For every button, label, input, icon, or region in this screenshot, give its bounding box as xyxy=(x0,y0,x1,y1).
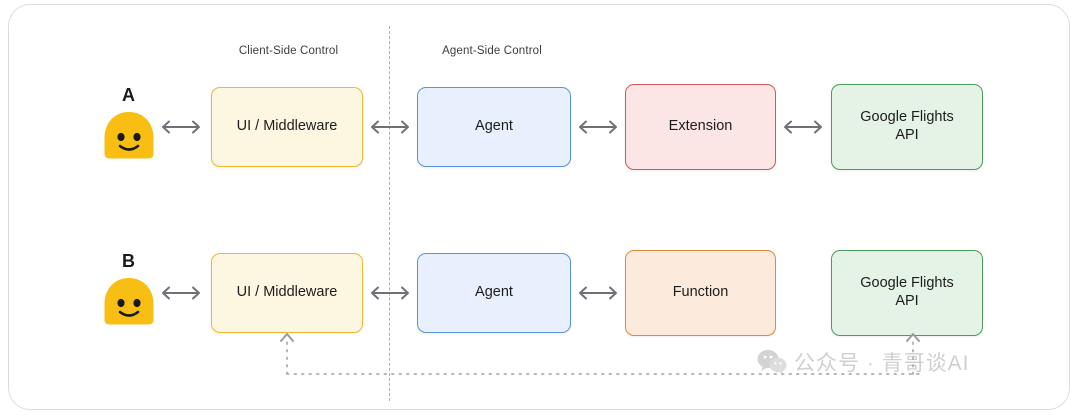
section-label-client-side: Client-Side Control xyxy=(238,45,339,57)
double-headed-arrow-icon xyxy=(579,286,617,300)
double-headed-arrow-icon xyxy=(371,286,409,300)
double-headed-arrow-icon xyxy=(579,120,617,134)
node-row-b-function[interactable]: Function xyxy=(625,250,776,336)
double-headed-arrow-icon xyxy=(162,120,200,134)
row-letter-b: B xyxy=(122,251,135,271)
double-headed-arrow-icon xyxy=(371,120,409,134)
node-row-a-ui-middleware[interactable]: UI / Middleware xyxy=(211,87,363,167)
section-divider xyxy=(389,26,390,401)
dotted-feedback-arrow-icon xyxy=(280,333,924,375)
node-row-b-google-flights-api[interactable]: Google Flights API xyxy=(831,250,983,336)
row-letter-a: A xyxy=(122,85,135,105)
smiley-face-icon xyxy=(104,278,154,325)
node-row-a-google-flights-api[interactable]: Google Flights API xyxy=(831,84,983,170)
double-headed-arrow-icon xyxy=(784,120,822,134)
double-headed-arrow-icon xyxy=(162,286,200,300)
node-row-a-agent[interactable]: Agent xyxy=(417,87,571,167)
section-label-agent-side: Agent-Side Control xyxy=(442,45,542,57)
node-row-a-extension[interactable]: Extension xyxy=(625,84,776,170)
node-row-b-agent[interactable]: Agent xyxy=(417,253,571,333)
diagram-card xyxy=(8,4,1070,410)
node-row-b-ui-middleware[interactable]: UI / Middleware xyxy=(211,253,363,333)
smiley-face-icon xyxy=(104,112,154,159)
